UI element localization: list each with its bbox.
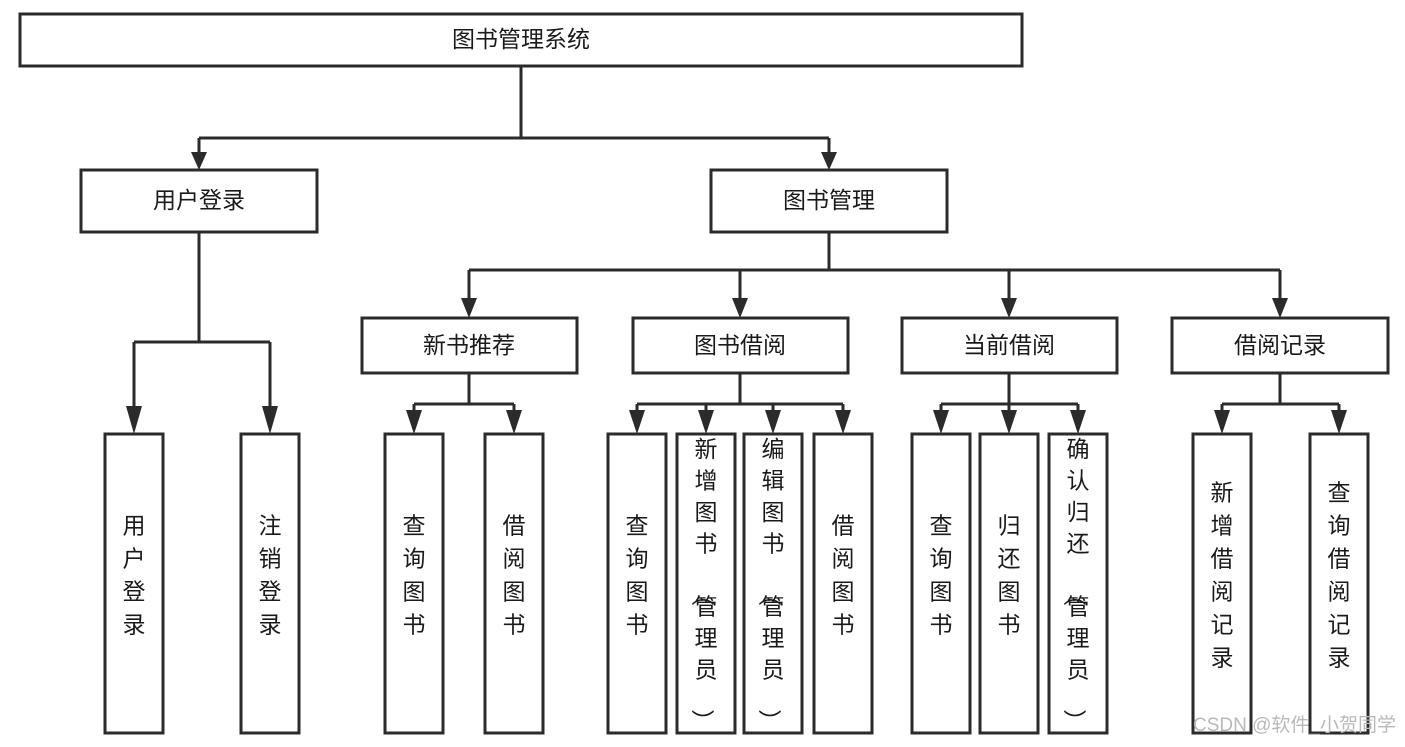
node-leaf-confirm-return-box[interactable]	[1047, 432, 1109, 735]
node-leaf-add-book[interactable]: 新增图书（管理员）	[675, 432, 737, 735]
node-leaf-borrow-book-2[interactable]: 借阅图书	[812, 432, 874, 735]
csdn-watermark: CSDN @软件_小贺同学	[1193, 714, 1396, 736]
node-leaf-query-book-1[interactable]: 查询图书	[383, 432, 445, 735]
node-leaf-confirm-return[interactable]: 确认归还（管理员）	[1047, 432, 1109, 735]
node-root-box[interactable]	[18, 12, 1024, 68]
node-user-login-label: 用户登录	[153, 187, 245, 213]
node-leaf-query-book-2-box[interactable]	[606, 432, 668, 735]
node-leaf-borrow-book-1-label: 借阅图书	[503, 513, 526, 638]
node-leaf-edit-book-label: 编辑图书（管理员）	[757, 436, 785, 732]
node-borrow-record[interactable]: 借阅记录	[1170, 316, 1390, 375]
node-new-book-rec-label: 新书推荐	[423, 332, 515, 358]
node-user-login-box[interactable]	[79, 168, 319, 234]
node-leaf-query-record[interactable]: 查询借阅记录	[1308, 432, 1370, 735]
node-leaf-edit-book-box[interactable]	[742, 432, 804, 735]
node-book-borrow-label: 图书借阅	[694, 332, 786, 358]
arrowhead-leaf-logout	[262, 406, 278, 434]
node-leaf-borrow-book-1[interactable]: 借阅图书	[483, 432, 545, 735]
node-leaf-query-record-box[interactable]	[1308, 432, 1370, 735]
node-leaf-query-book-3[interactable]: 查询图书	[910, 432, 972, 735]
arrowhead-leaf-add-book	[698, 410, 714, 434]
node-current-borrow[interactable]: 当前借阅	[900, 316, 1119, 375]
node-leaf-add-book-box[interactable]	[675, 432, 737, 735]
arrowhead-leaf-query-book-1	[406, 410, 422, 434]
node-leaf-query-book-3-label: 查询图书	[930, 513, 953, 638]
arrowhead-leaf-confirm-return	[1070, 410, 1086, 434]
arrowhead-user-login	[191, 152, 207, 170]
node-leaf-user-login[interactable]: 用户登录	[103, 432, 165, 735]
node-book-manage[interactable]: 图书管理	[709, 168, 949, 234]
node-leaf-add-book-label: 新增图书（管理员）	[690, 436, 718, 732]
node-leaf-query-book-1-label: 查询图书	[403, 513, 426, 638]
node-leaf-add-record-label: 新增借阅记录	[1211, 480, 1234, 671]
node-current-borrow-box[interactable]	[900, 316, 1119, 375]
arrowhead-leaf-borrow-book-1	[506, 410, 522, 434]
node-leaf-query-book-2[interactable]: 查询图书	[606, 432, 668, 735]
node-leaf-borrow-book-2-box[interactable]	[812, 432, 874, 735]
node-leaf-query-book-3-box[interactable]	[910, 432, 972, 735]
arrowhead-book-borrow	[732, 298, 748, 318]
node-new-book-rec-box[interactable]	[360, 316, 579, 375]
node-leaf-query-book-1-box[interactable]	[383, 432, 445, 735]
node-leaf-edit-book[interactable]: 编辑图书（管理员）	[742, 432, 804, 735]
node-book-borrow[interactable]: 图书借阅	[631, 316, 850, 375]
node-new-book-rec[interactable]: 新书推荐	[360, 316, 579, 375]
node-leaf-borrow-book-1-box[interactable]	[483, 432, 545, 735]
node-book-manage-box[interactable]	[709, 168, 949, 234]
arrowhead-leaf-query-book-2	[629, 410, 645, 434]
arrowhead-new-book-rec	[461, 298, 477, 318]
node-leaf-logout[interactable]: 注销登录	[239, 432, 301, 735]
arrowhead-leaf-query-record	[1331, 410, 1347, 434]
arrowhead-current-borrow	[1001, 298, 1017, 318]
arrowhead-leaf-add-record	[1214, 410, 1230, 434]
node-leaf-return-book-box[interactable]	[978, 432, 1040, 735]
arrowhead-leaf-edit-book	[765, 410, 781, 434]
node-leaf-return-book-label: 归还图书	[998, 513, 1021, 638]
arrowhead-leaf-borrow-book-2	[835, 410, 851, 434]
node-root-label: 图书管理系统	[452, 26, 590, 52]
node-book-borrow-box[interactable]	[631, 316, 850, 375]
node-borrow-record-label: 借阅记录	[1234, 332, 1326, 358]
node-book-manage-label: 图书管理	[783, 187, 875, 213]
arrowhead-leaf-return-book	[1001, 410, 1017, 434]
node-leaf-logout-label: 注销登录	[259, 513, 282, 638]
node-leaf-user-login-box[interactable]	[103, 432, 165, 735]
node-leaf-query-record-label: 查询借阅记录	[1328, 480, 1351, 671]
node-leaf-logout-box[interactable]	[239, 432, 301, 735]
node-leaf-add-record[interactable]: 新增借阅记录	[1191, 432, 1253, 735]
node-leaf-add-record-box[interactable]	[1191, 432, 1253, 735]
connector-layer	[126, 66, 1347, 434]
arrowhead-leaf-query-book-3	[933, 410, 949, 434]
node-current-borrow-label: 当前借阅	[963, 332, 1055, 358]
node-root[interactable]: 图书管理系统	[18, 12, 1024, 68]
node-leaf-borrow-book-2-label: 借阅图书	[832, 513, 855, 638]
node-leaf-query-book-2-label: 查询图书	[626, 513, 649, 638]
node-borrow-record-box[interactable]	[1170, 316, 1390, 375]
node-leaf-confirm-return-label: 确认归还（管理员）	[1062, 436, 1090, 732]
node-leaf-user-login-label: 用户登录	[123, 513, 146, 638]
node-user-login[interactable]: 用户登录	[79, 168, 319, 234]
arrowhead-book-manage	[821, 152, 837, 170]
arrowhead-leaf-user-login	[126, 406, 142, 434]
node-leaf-return-book[interactable]: 归还图书	[978, 432, 1040, 735]
arrowhead-borrow-record	[1272, 298, 1288, 318]
